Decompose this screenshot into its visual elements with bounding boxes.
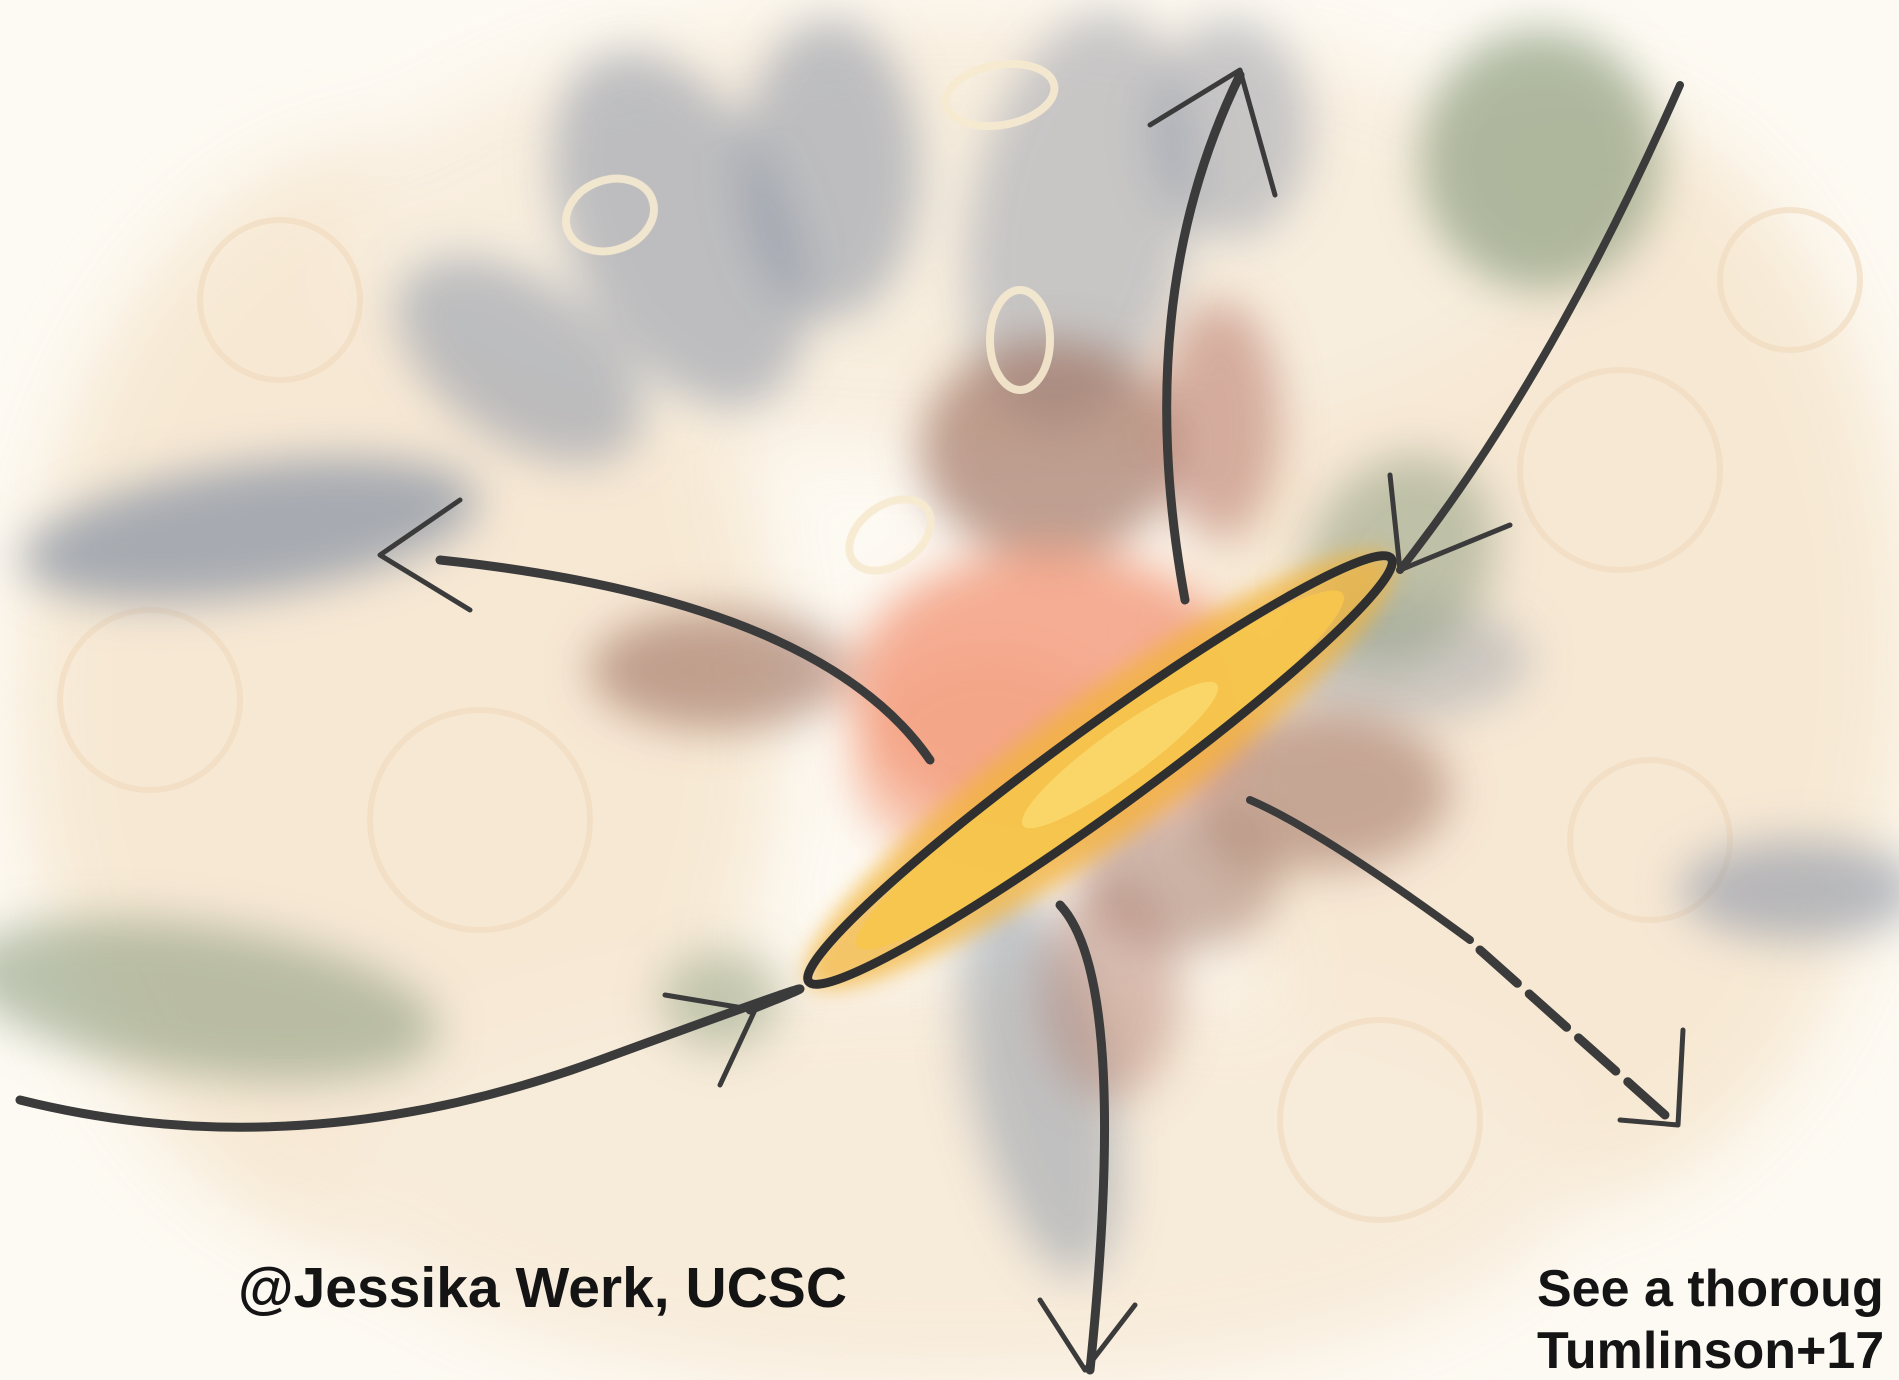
reference-note-line-2: Tumlinson+17 <box>1537 1322 1884 1380</box>
image-credit: @Jessika Werk, UCSC <box>238 1258 847 1318</box>
reference-note-line-1: See a thoroug <box>1537 1260 1884 1318</box>
reference-note: See a thoroug Tumlinson+17 <box>1537 1258 1884 1380</box>
